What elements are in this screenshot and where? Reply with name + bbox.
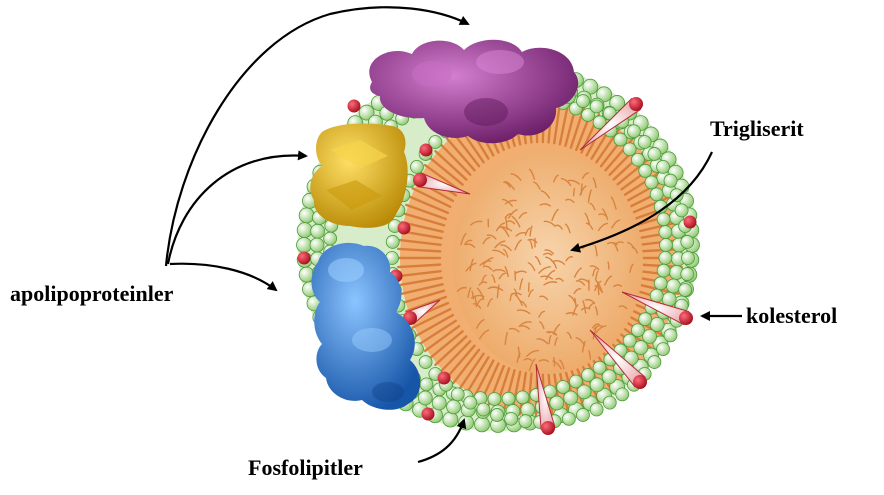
phospholipid-head: [386, 235, 399, 248]
phospholipid-head: [664, 174, 677, 187]
phospholipid-head: [432, 396, 446, 410]
phospholipid-head: [299, 208, 314, 223]
phospholipid-head: [645, 176, 658, 189]
phospholipid-head: [297, 223, 312, 238]
phospholipid-head: [631, 153, 644, 166]
triglyceride-molecule: [529, 283, 530, 291]
phospholipid-head: [464, 396, 477, 409]
cholesterol-head: [398, 222, 411, 235]
phospholipid-head: [419, 356, 432, 369]
phospholipid-head: [614, 133, 627, 146]
phospholipid-head: [505, 412, 518, 425]
phospholipid-head: [474, 417, 489, 432]
phospholipid-head: [682, 252, 695, 265]
phospholipid-head: [650, 317, 664, 331]
phospholipid-head: [638, 136, 651, 149]
phospholipid-head: [603, 396, 616, 409]
phospholipid-head: [297, 238, 312, 253]
phospholipid-head: [657, 264, 670, 277]
phospholipid-head: [324, 232, 337, 245]
phospholipid-head: [639, 313, 652, 326]
cholesterol-head: [679, 311, 693, 325]
phospholipid-head: [648, 147, 661, 160]
phospholipid-head: [664, 329, 677, 342]
cholesterol-head: [629, 97, 643, 111]
apolipoproteins-label: apolipoproteinler: [10, 281, 173, 307]
phospholipid-head: [650, 188, 663, 201]
phospholipid-head: [657, 160, 670, 173]
cholesterol-head: [438, 372, 451, 385]
phospholipid-head: [576, 408, 589, 421]
cholesterol-head: [684, 216, 697, 229]
phospholipid-head: [659, 251, 672, 264]
triglyceride-core: [453, 150, 643, 374]
arrow-to-blue: [170, 264, 276, 290]
phospholipid-head: [310, 238, 324, 252]
phospholipid-head: [616, 388, 629, 401]
triglyceride-molecule: [608, 262, 609, 269]
phospholipid-head: [593, 361, 606, 374]
cholesterol-head: [422, 408, 435, 421]
apolipoprotein-yellow: [310, 124, 407, 228]
phospholipid-head: [623, 143, 636, 156]
phospholipid-head: [582, 369, 595, 382]
phospholipid-head: [420, 378, 433, 391]
phospholipid-head: [443, 412, 458, 427]
phospholipid-head: [627, 125, 640, 138]
phospholipid-head: [557, 380, 570, 393]
phospholipid-head: [650, 289, 663, 302]
phospholipid-head: [657, 343, 670, 356]
phospholipid-head: [681, 268, 694, 281]
phospholipid-head: [502, 392, 515, 405]
phospholipid-head: [576, 95, 589, 108]
phospholipid-head: [447, 400, 461, 414]
phospholipid-head: [654, 277, 667, 290]
phospholipid-head: [675, 204, 688, 217]
phospholipid-head: [660, 239, 673, 252]
triglyceride-label: Trigliserit: [710, 116, 804, 142]
cholesterol-head: [298, 252, 311, 265]
phospholipid-head: [590, 100, 603, 113]
phospholipid-head: [519, 415, 532, 428]
cholesterol-head: [420, 144, 433, 157]
phospholipid-head: [451, 388, 464, 401]
phospholipid-head: [657, 213, 670, 226]
cholesterol-head: [413, 173, 427, 187]
phospholipids-label: Fosfolipitler: [248, 455, 363, 481]
phospholipid-head: [639, 164, 652, 177]
phospholipid-head: [491, 408, 504, 421]
phospholipid-head: [590, 403, 603, 416]
phospholipid-head: [521, 403, 535, 417]
phospholipid-head: [569, 375, 582, 388]
phospholipid-head: [631, 324, 644, 337]
cholesterol-head: [348, 100, 361, 113]
phospholipid-head: [648, 356, 661, 369]
phospholipid-head: [477, 403, 490, 416]
cholesterol-label: kolesterol: [746, 303, 837, 329]
phospholipid-head: [516, 391, 529, 404]
cholesterol-head: [633, 375, 647, 389]
phospholipid-head: [562, 412, 575, 425]
phospholipid-head: [681, 235, 694, 248]
phospholipid-head: [410, 160, 423, 173]
phospholipid-head: [679, 283, 692, 296]
phospholipid-head: [659, 226, 672, 239]
phospholipid-head: [623, 334, 636, 347]
phospholipid-head: [311, 224, 325, 238]
phospholipid-head: [488, 392, 501, 405]
cholesterol-head: [541, 421, 555, 435]
phospholipid-head: [418, 391, 432, 405]
